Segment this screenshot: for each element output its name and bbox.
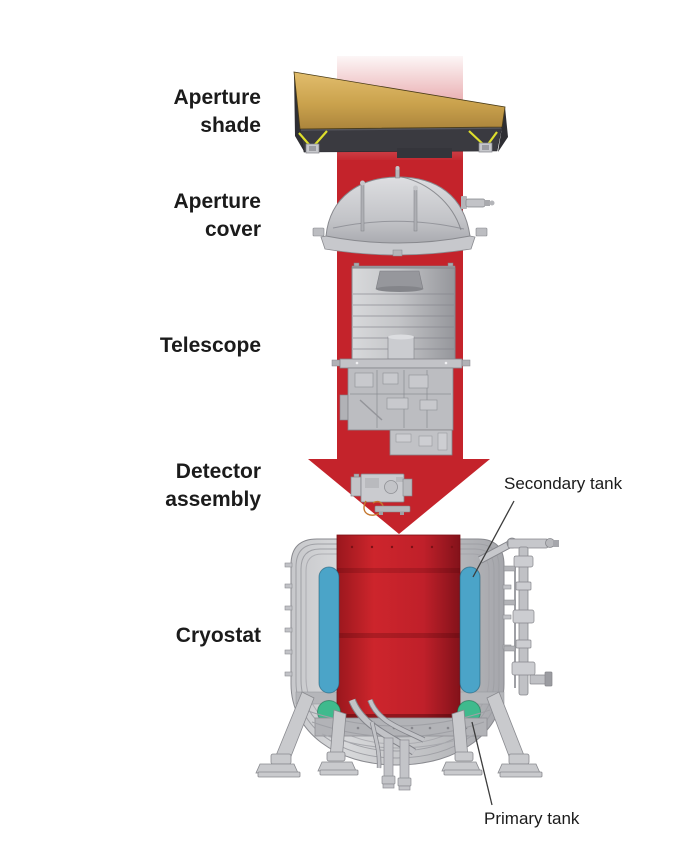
instrument-box — [339, 367, 454, 431]
shade-band-highlight — [300, 127, 502, 131]
aperture-cover-illustration — [312, 166, 495, 257]
cover-right-tab — [475, 227, 488, 237]
bottom-center-stubs — [381, 737, 412, 791]
label-cryostat: Cryostat — [175, 624, 261, 647]
barrel-bottom-cylinder — [387, 334, 415, 360]
telescope-illustration — [331, 262, 471, 456]
dome-seam — [401, 176, 462, 231]
instrument-box-lower — [389, 429, 453, 456]
secondary-tank-leader-line — [472, 500, 515, 578]
cover-nozzle — [461, 196, 495, 209]
primary-tank-leader-line — [471, 721, 493, 806]
label-telescope: Telescope — [159, 334, 261, 357]
detector-assembly-illustration — [350, 473, 413, 516]
label-aperture-cover: Aperture cover — [173, 190, 261, 241]
telescope-flange — [331, 358, 471, 369]
cover-left-tab — [312, 227, 325, 237]
shade-right-endcap — [498, 107, 508, 152]
shade-gold-panel — [293, 71, 506, 130]
shade-left-endcap — [294, 72, 305, 153]
aperture-shade-illustration — [293, 71, 508, 158]
shade-right-strut — [468, 130, 498, 153]
cryostat-legs — [255, 691, 543, 778]
secondary-tank-right — [459, 566, 481, 694]
barrel-top-cone — [375, 270, 424, 292]
vessel-bolt-ticks — [284, 562, 512, 677]
cover-bottom-stub — [392, 249, 403, 257]
secondary-tank-left — [318, 566, 340, 694]
right-plumbing-tower — [478, 537, 559, 696]
detector-tray — [374, 505, 411, 513]
shade-left-strut — [298, 130, 328, 154]
label-detector-assembly: Detector assembly — [165, 460, 261, 511]
barrel-vanes — [353, 293, 454, 350]
label-primary-tank: Primary tank — [484, 809, 580, 828]
cryostat-illustration — [255, 534, 559, 791]
dome-rods — [360, 166, 418, 232]
dome-lower-seam — [332, 220, 465, 230]
label-secondary-tank: Secondary tank — [504, 474, 623, 493]
shade-center-tab — [397, 148, 452, 158]
cryostat-red-cavity — [336, 534, 461, 721]
label-aperture-shade: Aperture shade — [173, 86, 261, 137]
